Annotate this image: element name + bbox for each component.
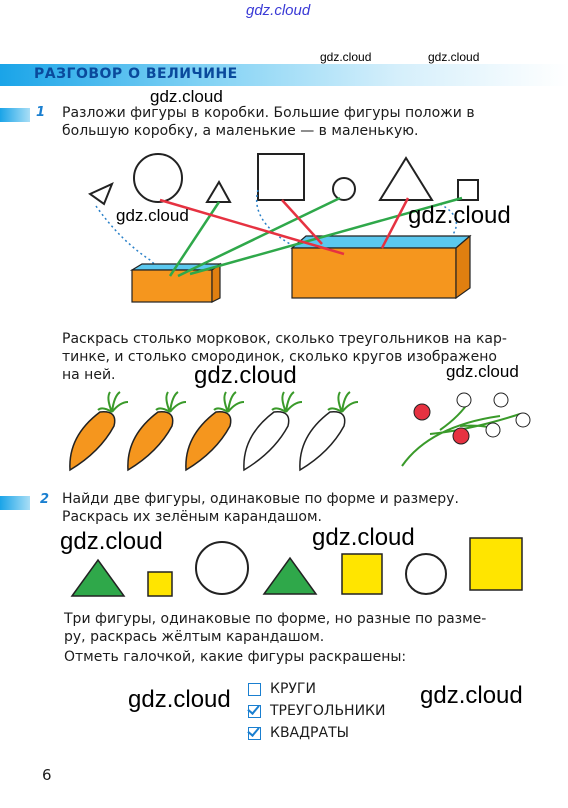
big-circle-2 xyxy=(195,541,249,595)
watermark-header-left: gdz.cloud xyxy=(320,50,372,64)
shapes-and-boxes-illustration xyxy=(88,153,479,303)
option-squares-checkbox[interactable] xyxy=(248,726,261,740)
small-triangle-2 xyxy=(205,179,232,203)
big-box-front xyxy=(291,247,457,299)
task-2-number: 2 xyxy=(40,492,50,507)
big-triangle xyxy=(378,156,434,201)
watermark-carrots-mid: gdz.cloud xyxy=(194,362,297,389)
watermark-header-right: gdz.cloud xyxy=(428,50,480,64)
option-squares[interactable]: КВАДРАТЫ xyxy=(248,725,349,741)
watermark-task2-mid: gdz.cloud xyxy=(312,524,415,551)
task-2-para-line-2: ру, раскрась жёлтым карандашом. xyxy=(64,629,325,645)
watermark-legend-right: gdz.cloud xyxy=(420,682,523,709)
carrot-colored-3 xyxy=(185,391,245,472)
yellow-square-medium xyxy=(341,553,383,595)
red-line-3 xyxy=(380,197,410,249)
dotted-line-1 xyxy=(95,205,171,273)
option-squares-label: КВАДРАТЫ xyxy=(270,725,349,741)
task-2-tab xyxy=(0,496,30,510)
header-bar xyxy=(0,64,568,86)
task-1-number: 1 xyxy=(36,105,46,120)
green-line-2 xyxy=(177,196,341,278)
big-square xyxy=(257,153,305,201)
page-number: 6 xyxy=(42,766,52,784)
watermark-task1-top: gdz.cloud xyxy=(150,87,223,106)
red-line-1 xyxy=(159,198,345,256)
red-line-2 xyxy=(281,199,323,245)
currant-branch xyxy=(401,392,531,467)
dotted-line-2 xyxy=(256,189,291,245)
task-1-tab xyxy=(0,108,30,122)
watermark-task2-left: gdz.cloud xyxy=(60,528,163,555)
big-circle xyxy=(133,153,183,203)
option-circles-label: КРУГИ xyxy=(270,681,316,697)
watermark-legend-left: gdz.cloud xyxy=(128,686,231,713)
green-line-3 xyxy=(189,196,463,276)
carrots-para-line-1: Раскрась столько морковок, сколько треуг… xyxy=(62,331,507,347)
task-2-line-1: Найди две фигуры, одинаковые по форме и … xyxy=(62,491,459,507)
watermark-carrots-right: gdz.cloud xyxy=(446,362,519,381)
option-triangles-label: ТРЕУГОЛЬНИКИ xyxy=(270,703,386,719)
small-circle xyxy=(332,177,356,201)
option-triangles-checkbox[interactable] xyxy=(248,704,261,718)
yellow-square-small xyxy=(147,571,173,597)
task-1-line-2: большую коробку, а маленькие — в маленьк… xyxy=(62,123,419,139)
page-title: РАЗГОВОР О ВЕЛИЧИНЕ xyxy=(34,66,238,82)
carrot-plain-1 xyxy=(243,391,303,472)
option-circles-checkbox[interactable] xyxy=(248,682,261,696)
watermark-task1-right: gdz.cloud xyxy=(408,202,511,229)
big-box-side xyxy=(455,234,471,300)
small-box-side xyxy=(211,262,221,303)
carrots-para-line-2: тинке, и столько смородинок, сколько кру… xyxy=(62,349,497,365)
small-square xyxy=(457,179,479,201)
green-triangle-1 xyxy=(70,558,126,597)
option-circles[interactable]: КРУГИ xyxy=(248,681,316,697)
option-triangles[interactable]: ТРЕУГОЛЬНИКИ xyxy=(248,703,385,719)
task-2-para-line-1: Три фигуры, одинаковые по форме, но разн… xyxy=(64,611,487,627)
carrots-para-line-3: на ней. xyxy=(62,367,116,383)
task-1-line-1: Разложи фигуры в коробки. Большие фигуры… xyxy=(62,105,475,121)
watermark-top: gdz.cloud xyxy=(246,2,311,19)
small-triangle-1 xyxy=(88,182,114,206)
carrot-colored-1 xyxy=(69,391,129,472)
carrots-and-berries-illustration xyxy=(69,391,531,472)
carrot-plain-2 xyxy=(299,391,359,472)
task-2-shapes xyxy=(70,537,523,597)
green-triangle-2 xyxy=(262,556,318,595)
yellow-square-big xyxy=(469,537,523,591)
watermark-task1-left: gdz.cloud xyxy=(116,206,189,225)
task-2-line-2: Раскрась их зелёным карандашом. xyxy=(62,509,323,525)
medium-circle xyxy=(405,553,447,595)
carrot-colored-2 xyxy=(127,391,187,472)
task-2-para-line-3: Отметь галочкой, какие фигуры раскрашены… xyxy=(64,649,407,665)
